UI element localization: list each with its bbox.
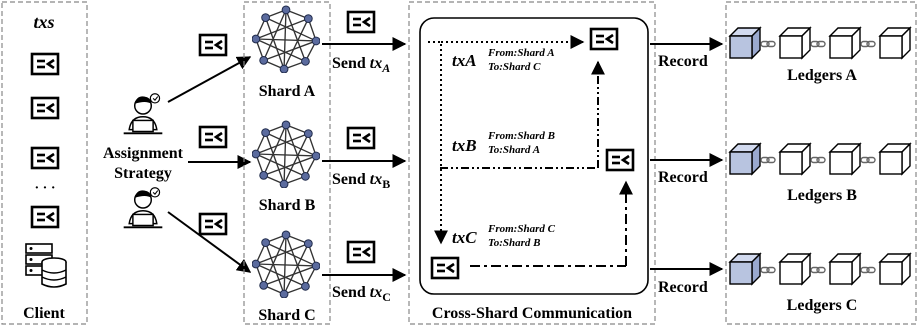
client-panel: txs · · · Client	[1, 1, 88, 325]
tx-c-from: From:Shard C	[487, 223, 556, 235]
chain-link-icon	[860, 40, 876, 48]
tx-b-to: To:Shard A	[488, 144, 540, 156]
tx-a-to: To:Shard C	[488, 61, 541, 73]
transaction-icon	[198, 212, 228, 236]
chain-link-icon	[760, 156, 776, 164]
transaction-icon	[430, 256, 460, 280]
shard-b-label: Shard B	[259, 197, 316, 214]
assignment-label-1: Assignment	[103, 145, 184, 162]
send-tx-c: Send txC	[332, 284, 391, 304]
transaction-icon	[198, 33, 228, 57]
transaction-icon	[346, 10, 376, 34]
record-label-c: Record	[658, 279, 708, 296]
record-arrows: Record Record Record	[650, 37, 724, 296]
ledger-chain-c	[729, 253, 911, 285]
cross-shard-panel: Cross-Shard Communication txA From:Shard…	[408, 1, 656, 325]
transaction-icon	[30, 52, 60, 76]
transaction-icon	[589, 27, 619, 51]
tx-b-from: From:Shard B	[487, 130, 555, 142]
user-laptop-icon	[122, 92, 164, 135]
tx-c-to: To:Shard B	[488, 237, 540, 249]
network-graph-icon	[252, 120, 320, 188]
transaction-icon	[198, 125, 228, 149]
assignment-strategy: Assignment Strategy	[103, 33, 252, 273]
tx-a-from: From:Shard A	[487, 47, 555, 59]
send-arrows: Send txA Send txB Send txC	[322, 10, 407, 304]
transaction-icon	[605, 148, 635, 172]
client-header: txs	[33, 12, 54, 32]
ledgers-panel: Ledgers A Ledgers B Ledgers C	[725, 1, 917, 325]
ledger-a-label: Ledgers A	[787, 67, 857, 84]
transaction-icon	[30, 146, 60, 170]
ledger-c-label: Ledgers C	[787, 297, 858, 314]
ellipsis: · · ·	[34, 181, 55, 196]
chain-link-icon	[860, 266, 876, 274]
send-tx-a: Send txA	[332, 55, 390, 75]
chain-link-icon	[810, 266, 826, 274]
ledger-chain-a	[729, 27, 911, 59]
send-tx-b: Send txB	[332, 171, 390, 191]
record-label-a: Record	[658, 53, 708, 70]
user-laptop-icon	[122, 186, 164, 229]
chain-link-icon	[810, 156, 826, 164]
assignment-label-2: Strategy	[114, 165, 172, 182]
cross-shard-title: Cross-Shard Communication	[432, 305, 632, 322]
transaction-icon	[346, 126, 376, 150]
database-server-icon	[25, 243, 67, 288]
tx-c-label: txC	[452, 228, 477, 247]
chain-link-icon	[860, 156, 876, 164]
shard-c-label: Shard C	[258, 307, 315, 324]
ledger-b-label: Ledgers B	[787, 187, 857, 204]
chain-link-icon	[760, 40, 776, 48]
chain-link-icon	[760, 266, 776, 274]
network-graph-icon	[252, 230, 320, 298]
ledger-chain-b	[729, 143, 911, 175]
tx-b-label: txB	[452, 136, 477, 155]
transaction-icon	[346, 240, 376, 264]
chain-link-icon	[810, 40, 826, 48]
tx-a-label: txA	[452, 51, 477, 70]
shards-panel: Shard A Shard B Shard C	[243, 1, 331, 325]
shard-a-label: Shard A	[259, 83, 316, 100]
record-label-b: Record	[658, 169, 708, 186]
network-graph-icon	[252, 5, 320, 73]
transaction-icon	[30, 205, 60, 229]
transaction-icon	[30, 96, 60, 120]
client-label: Client	[23, 305, 65, 322]
